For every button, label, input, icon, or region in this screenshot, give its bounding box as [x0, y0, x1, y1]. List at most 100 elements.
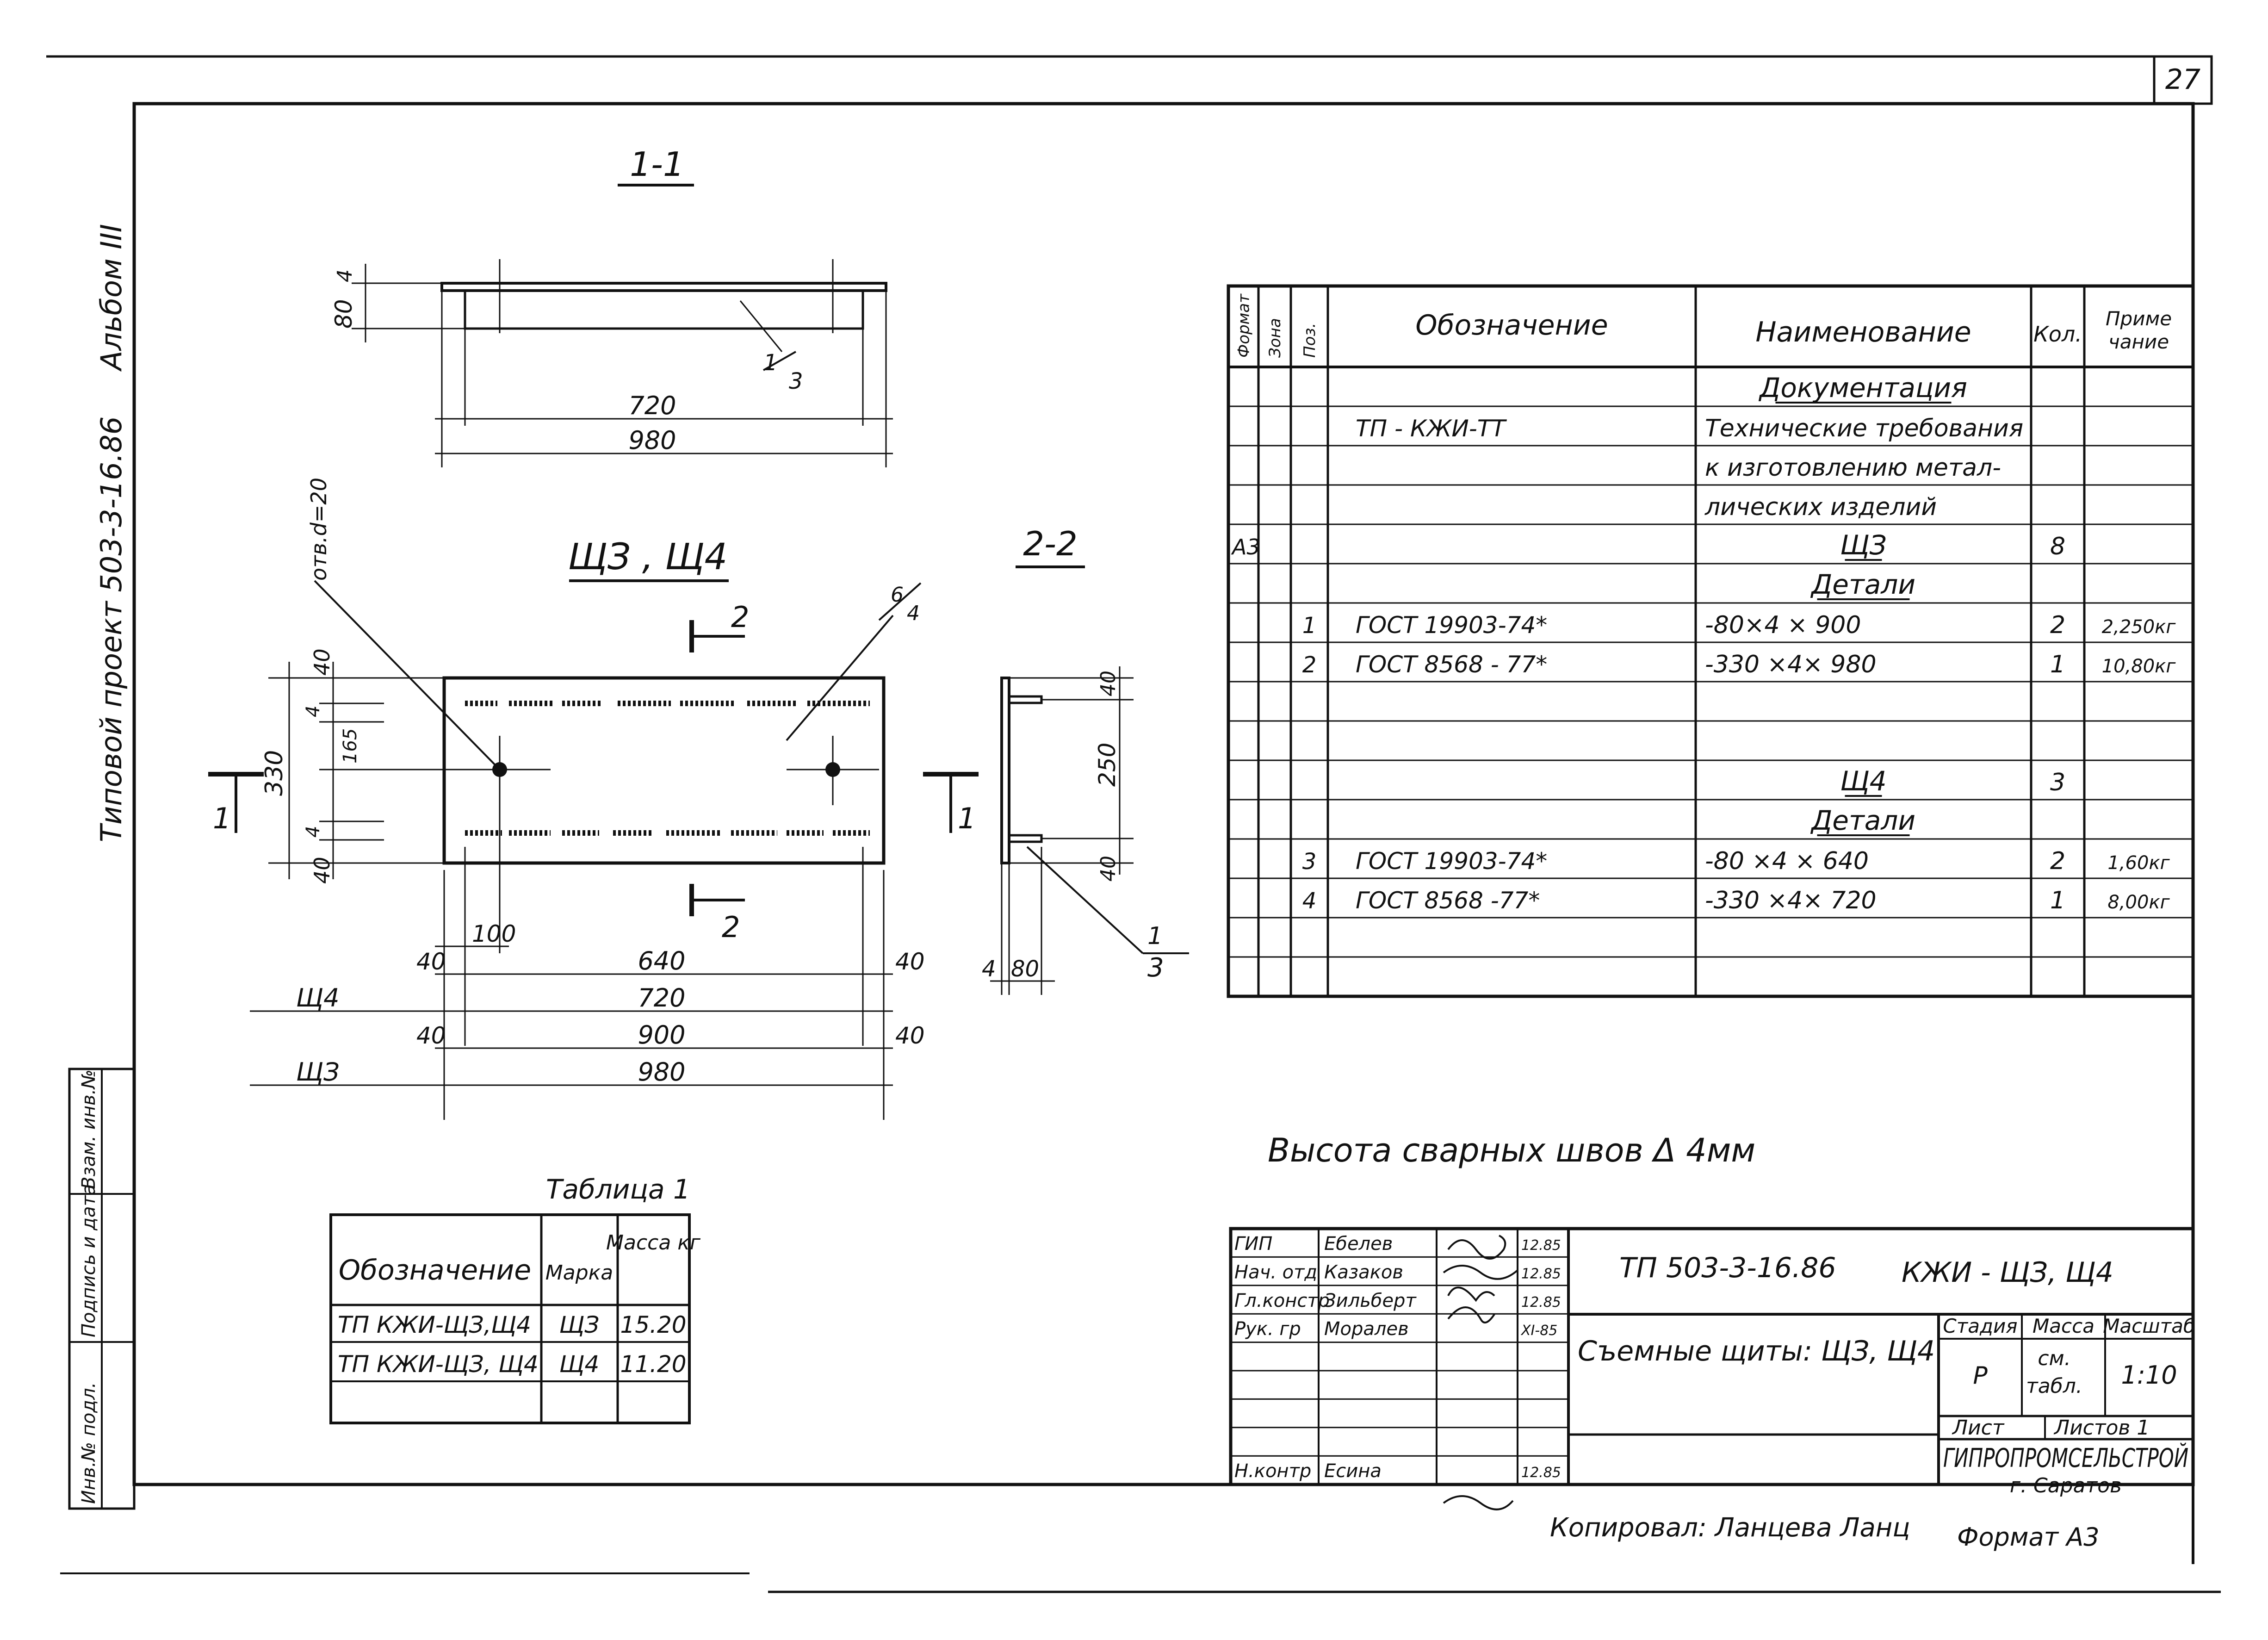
dim-plan-40-a: 40 — [416, 948, 446, 975]
tb-name: Ебелев — [1324, 1233, 1393, 1255]
spec-cell-name: ЩЗ — [1840, 529, 1887, 561]
dim-s1-720: 720 — [628, 391, 676, 420]
spec-header-name: Наименование — [1755, 316, 1971, 348]
table-1-header-mark: Марка — [545, 1261, 613, 1285]
scale-header: Масштаб — [2103, 1315, 2195, 1337]
callout-s1-3: 3 — [789, 368, 803, 394]
spec-cell-qty: 1 — [2050, 651, 2065, 678]
dim-plan-left-330: 330 — [260, 750, 288, 796]
spec-header-0: Формат — [1235, 293, 1253, 358]
table-1-header-desig: Обозначение — [339, 1254, 531, 1286]
spec-cell-pos: 2 — [1302, 652, 1317, 678]
spec-cell-note: 8,00кг — [2107, 892, 2170, 913]
dim-s2-40-bottom: 40 — [1097, 856, 1120, 882]
tb-role: Нач. отд — [1234, 1261, 1317, 1283]
tb-date: 12.85 — [1521, 1266, 1561, 1282]
dim-plan-40-d: 40 — [895, 1022, 925, 1049]
stamp-cell-inv: Инв.№ подл. — [78, 1382, 99, 1504]
signature-scribbles — [1443, 1235, 1518, 1510]
callout-s2-3: 3 — [1147, 953, 1164, 983]
table-1-row1-mass: 15.20 — [620, 1311, 686, 1338]
doc-code: ТП 503-3-16.86 — [1619, 1252, 1836, 1284]
callout-s2-1: 1 — [1147, 922, 1163, 950]
spec-cell-qty: 1 — [2050, 887, 2065, 914]
project-label: Типовой проект 503-3-16.86 — [94, 416, 128, 842]
spec-cell-qty: 2 — [2050, 611, 2065, 639]
doc-title: Съемные щиты: ЩЗ, Щ4 — [1578, 1335, 1935, 1367]
spec-cell-qty: 2 — [2050, 847, 2065, 875]
table-1-header-mass: Масса кг — [606, 1231, 701, 1255]
stage-header: Стадия — [1943, 1315, 2017, 1337]
tb-role: Рук. гр — [1234, 1318, 1301, 1340]
table-1-row1-mark: ЩЗ — [559, 1311, 600, 1338]
dim-plan-40-c: 40 — [416, 1022, 446, 1049]
spec-cell-name: лических изделий — [1704, 493, 1937, 521]
tb-name: Казаков — [1324, 1261, 1403, 1283]
dim-plan-720: 720 — [638, 983, 685, 1013]
stage-value: Р — [1973, 1362, 1988, 1390]
dim-plan-100: 100 — [472, 920, 516, 947]
plan-title: ЩЗ , Щ4 — [568, 536, 728, 578]
spec-cell-designation: ГОСТ 19903-74* — [1356, 848, 1547, 875]
spec-header-2: Поз. — [1301, 323, 1319, 358]
table-1-row1-desig: ТП КЖИ-ЩЗ,Щ4 — [338, 1311, 531, 1338]
tb-name: Зильберт — [1324, 1290, 1417, 1311]
tb-date: 12.85 — [1521, 1294, 1561, 1311]
cut-mark-1-right: 1 — [958, 801, 976, 835]
dim-plan-left-4-bottom: 4 — [303, 826, 324, 838]
dim-plan-900: 900 — [638, 1020, 685, 1050]
dim-plan-980: 980 — [638, 1057, 685, 1087]
weld-note: Высота сварных швов Δ 4мм — [1268, 1131, 1755, 1169]
spec-cell-name: -80×4 × 900 — [1705, 611, 1861, 639]
dim-plan-640: 640 — [638, 946, 685, 975]
dim-plan-left-4-top: 4 — [303, 706, 324, 717]
org-name: ГИПРОПРОМСЕЛЬСТРОЙ — [1943, 1443, 2188, 1473]
tb-role: ГИП — [1234, 1233, 1272, 1255]
tb-role: Гл.констр — [1234, 1290, 1330, 1311]
spec-cell-name: Детали — [1810, 805, 1915, 836]
callout-plan-6: 6 — [891, 583, 904, 607]
plate-outline — [442, 676, 886, 865]
dim-s1-980: 980 — [628, 426, 676, 455]
tb-role: Н.контр — [1234, 1460, 1311, 1482]
table-1-row2-mass: 11.20 — [620, 1351, 686, 1378]
dim-plan-left-165: 165 — [340, 728, 361, 764]
album-label: Альбом III — [94, 224, 128, 372]
dim-s1-4: 4 — [333, 269, 357, 282]
mass-value-1: см. — [2038, 1347, 2070, 1370]
spec-cell-name: -80 ×4 × 640 — [1705, 847, 1869, 875]
sheets-label: Листов 1 — [2053, 1416, 2150, 1440]
section-mark-2-bottom: 2 — [722, 910, 740, 944]
section-2-2-title: 2-2 — [1023, 524, 1078, 563]
row-label-sch4: Щ4 — [296, 983, 339, 1013]
spec-cell-note: 10,80кг — [2102, 656, 2176, 677]
copied-by: Копировал: Ланцева Ланц — [1550, 1513, 1910, 1543]
table-1-title: Таблица 1 — [546, 1174, 690, 1205]
dim-s2-40-top: 40 — [1097, 671, 1120, 696]
spec-cell-name: Документация — [1758, 372, 1967, 404]
dim-s2-80: 80 — [1011, 956, 1039, 982]
sheet-label: Лист — [1952, 1416, 2005, 1440]
spec-cell-name: -330 ×4× 980 — [1705, 651, 1877, 678]
sheet-number-box — [2153, 55, 2213, 105]
spec-cell-name: Щ4 — [1840, 765, 1886, 797]
stamp-cell-replace: Взам. инв.№ — [78, 1069, 99, 1189]
spec-cell-designation: ГОСТ 8568 -77* — [1356, 887, 1540, 914]
table-1-row2-mark: Щ4 — [559, 1351, 600, 1378]
tb-date: 12.85 — [1521, 1465, 1561, 1481]
tb-name: Есина — [1324, 1460, 1382, 1482]
hole-note: отв.d=20 — [306, 478, 331, 581]
spec-header-qty: Кол. — [2033, 322, 2082, 347]
sheet-number: 27 — [2165, 63, 2200, 96]
mass-header: Масса — [2033, 1315, 2094, 1337]
section-mark-2-top: 2 — [731, 600, 749, 634]
spec-header-1: Зона — [1266, 318, 1284, 358]
scale-value: 1:10 — [2121, 1360, 2177, 1390]
section-2-2: 2-2 40 250 40 4 80 1 3 — [982, 524, 1189, 995]
dim-plan-left-40-bottom: 40 — [310, 857, 335, 884]
spec-header-designation: Обозначение — [1415, 309, 1608, 342]
spec-cell-name: к изготовлению метал- — [1705, 454, 2001, 482]
